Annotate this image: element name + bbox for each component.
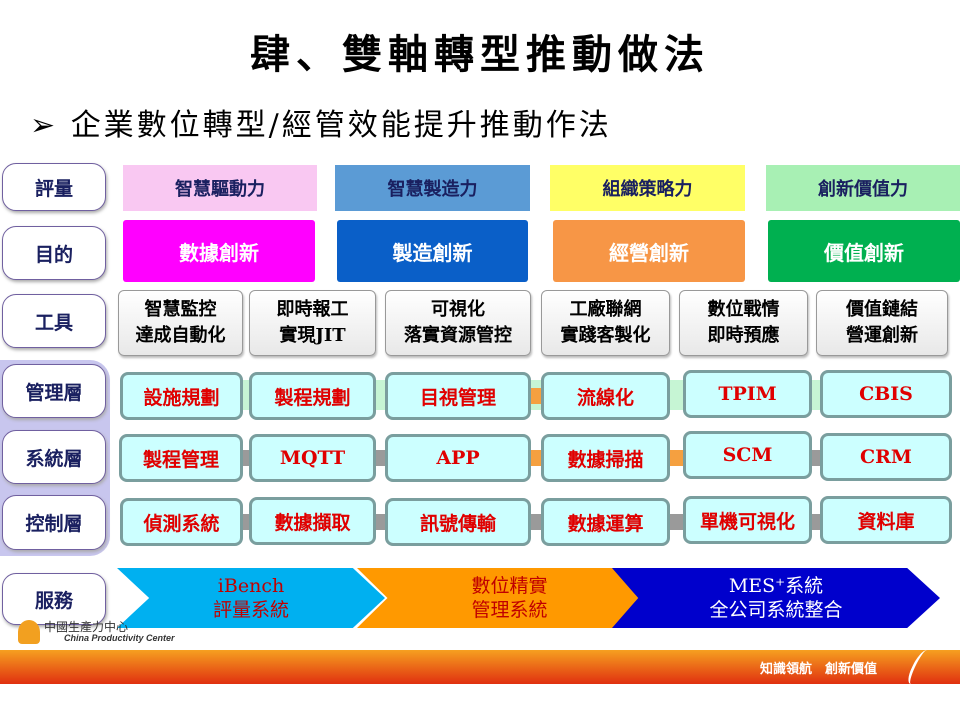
row-label-tools: 工具 xyxy=(2,294,106,348)
subtitle-text: 企業數位轉型/經管效能提升推動作法 xyxy=(70,108,612,143)
row-label-evaluation: 評量 xyxy=(2,163,106,211)
tool-item: 智慧監控達成自動化 xyxy=(118,290,243,356)
mgmt-item: CBIS xyxy=(820,370,952,418)
control-item: 訊號傳輸 xyxy=(385,498,531,546)
system-item: CRM xyxy=(820,433,952,481)
goal-management-innovation: 經營創新 xyxy=(553,220,745,282)
control-item: 單機可視化 xyxy=(683,496,812,544)
eval-smart-drive: 智慧驅動力 xyxy=(123,165,317,211)
subtitle: ➢ 企業數位轉型/經管效能提升推動作法 xyxy=(30,100,612,144)
tool-item: 價值鏈結營運創新 xyxy=(816,290,948,356)
tool-item: 工廠聯網實踐客製化 xyxy=(541,290,670,356)
control-item: 資料庫 xyxy=(820,496,952,544)
footer-bar xyxy=(0,650,960,684)
mgmt-item: TPIM xyxy=(683,370,812,418)
row-label-service: 服務 xyxy=(2,573,106,625)
eval-org-strategy: 組織策略力 xyxy=(550,165,745,211)
goal-manufacturing-innovation: 製造創新 xyxy=(337,220,528,282)
tool-item: 即時報工實現JIT xyxy=(249,290,376,356)
control-item: 數據擷取 xyxy=(249,497,376,545)
page-title: 肆、雙軸轉型推動做法 xyxy=(250,31,710,78)
tool-item: 數位戰情即時預應 xyxy=(679,290,808,356)
service-digital-lean: 數位精實管理系統 xyxy=(357,568,662,628)
system-item: 數據掃描 xyxy=(541,434,670,482)
mgmt-item: 製程規劃 xyxy=(249,372,376,420)
logo-cn: 中國生產力中心 xyxy=(44,620,129,634)
control-item: 偵測系統 xyxy=(120,498,243,546)
eval-innovation-value: 創新價值力 xyxy=(766,165,960,211)
goal-data-innovation: 數據創新 xyxy=(123,220,315,282)
cpc-logo-icon xyxy=(18,620,40,644)
logo-en: China Productivity Center xyxy=(64,633,175,643)
service-mes: MES⁺系統全公司系統整合 xyxy=(612,568,940,628)
row-label-system: 系統層 xyxy=(2,430,106,484)
system-item: APP xyxy=(385,434,531,482)
row-label-control: 控制層 xyxy=(2,495,106,550)
eval-smart-manufacturing: 智慧製造力 xyxy=(335,165,530,211)
mgmt-item: 目視管理 xyxy=(385,372,531,420)
goal-value-innovation: 價值創新 xyxy=(768,220,960,282)
row-label-goal: 目的 xyxy=(2,226,106,280)
system-item: 製程管理 xyxy=(119,434,243,482)
bullet-arrow-icon: ➢ xyxy=(30,108,59,143)
row-label-management: 管理層 xyxy=(2,364,106,418)
tool-item: 可視化落實資源管控 xyxy=(385,290,531,356)
system-item: MQTT xyxy=(249,434,376,482)
mgmt-item: 設施規劃 xyxy=(120,372,243,420)
mgmt-item: 流線化 xyxy=(541,372,670,420)
system-item: SCM xyxy=(683,431,812,479)
footer-slogan: 知識領航 創新價值 xyxy=(760,662,878,677)
control-item: 數據運算 xyxy=(541,498,670,546)
